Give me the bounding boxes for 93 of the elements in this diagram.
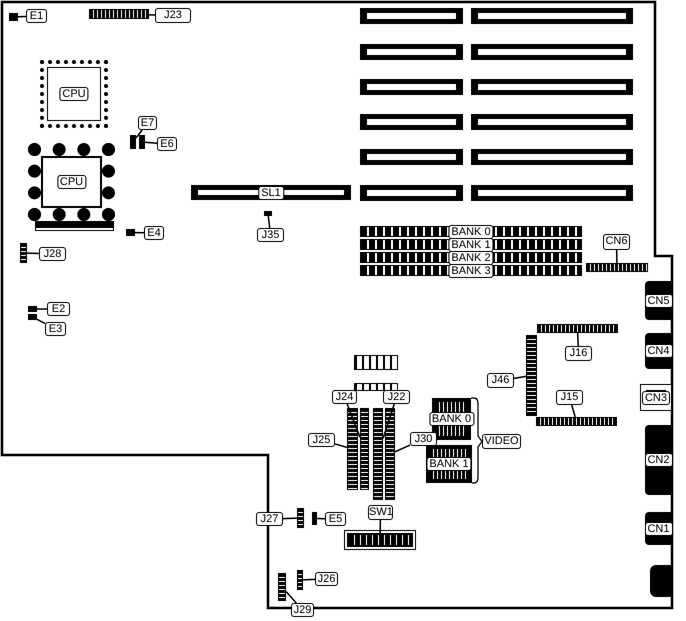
part-label: CPU	[59, 87, 89, 101]
pin-header	[536, 417, 617, 426]
leader-line	[570, 404, 576, 418]
pin-header	[347, 408, 358, 490]
part-label: BANK 1	[448, 238, 494, 252]
pin-header	[278, 573, 286, 601]
pin-header	[537, 324, 618, 333]
leader-line	[144, 142, 158, 144]
part-label: CPU	[56, 175, 86, 189]
callout-label: E1	[26, 9, 47, 23]
leader-line	[302, 578, 316, 581]
part-label: CN1	[644, 522, 672, 536]
callout-label: J30	[410, 432, 437, 446]
jumper-pins	[264, 211, 272, 216]
pin-header	[373, 408, 383, 500]
leader-line	[282, 517, 298, 520]
part-label: SL1	[258, 186, 284, 200]
port-connector	[640, 384, 672, 411]
memory-socket	[360, 252, 582, 263]
pin-header	[586, 263, 648, 272]
leader-line	[285, 590, 297, 604]
leader-line	[135, 130, 143, 139]
processor-socket	[28, 143, 115, 221]
part-label: CN5	[644, 294, 672, 308]
callout-label: E6	[157, 137, 177, 151]
part-label: CN4	[644, 344, 672, 358]
port-connector	[645, 281, 672, 320]
callout-label: J16	[565, 346, 592, 361]
leader-line	[134, 232, 144, 234]
pin-header	[385, 408, 395, 500]
pin-header	[297, 508, 304, 528]
jumper-pins	[312, 512, 317, 525]
part-label: CN2	[644, 453, 672, 467]
leader-line	[379, 520, 382, 534]
leader-line	[36, 318, 46, 324]
part-label: BANK 0	[448, 224, 494, 238]
callout-label: E5	[325, 512, 346, 526]
port-connector	[645, 425, 672, 495]
leader-line	[37, 308, 47, 310]
callout-label: J22	[383, 390, 410, 404]
callout-label: SW1	[368, 505, 393, 520]
jumper-pins	[28, 306, 37, 312]
dip-switch	[347, 533, 413, 547]
leader-line	[148, 14, 156, 16]
callout-label: J46	[487, 373, 514, 388]
leader-line	[576, 332, 579, 346]
leader-line	[18, 16, 26, 18]
callout-label: E2	[47, 302, 70, 316]
leader-line	[334, 443, 348, 448]
port-connector	[645, 512, 672, 545]
pin-header	[89, 9, 149, 19]
callout-label: J26	[315, 572, 338, 586]
pin-header	[20, 243, 27, 263]
callout-label: E3	[45, 322, 66, 336]
jumper-pins	[130, 135, 136, 149]
callout-label: CN6	[603, 234, 630, 250]
callout-label: J29	[291, 603, 314, 617]
memory-socket	[360, 226, 582, 237]
leader-line	[26, 252, 40, 254]
part-label: BANK 2	[448, 250, 494, 264]
jumper-pins	[28, 314, 37, 320]
leader-line	[394, 444, 410, 452]
leader-line	[316, 518, 326, 520]
memory-socket	[360, 239, 582, 250]
callout-label: J27	[256, 512, 283, 526]
part-label: CN3	[642, 390, 670, 404]
callout-label: E7	[138, 116, 157, 130]
callout-label: J35	[257, 228, 284, 242]
part-label: BANK 0	[428, 412, 474, 426]
callout-label: J23	[155, 8, 191, 23]
memory-socket	[360, 265, 582, 276]
leader-line	[514, 376, 526, 380]
part-label: BANK 1	[426, 457, 472, 471]
leader-line	[268, 216, 270, 228]
jumper-pins	[9, 13, 18, 21]
expansion-slot	[191, 185, 351, 200]
jumper-pins	[139, 135, 145, 149]
callout-label: J15	[556, 390, 583, 405]
pin-header	[360, 408, 369, 490]
callout-label: E4	[144, 226, 164, 240]
leader-line	[616, 250, 618, 264]
memory-chip	[426, 445, 472, 483]
processor-chip	[40, 60, 108, 128]
memory-chip	[432, 398, 471, 440]
part-label: BANK 3	[448, 264, 494, 278]
callout-label: J24	[332, 390, 357, 404]
port-connector	[645, 333, 672, 369]
callout-label: J28	[39, 247, 66, 261]
callout-label: VIDEO	[482, 434, 521, 449]
callout-label: J25	[308, 433, 335, 447]
pin-header	[526, 335, 537, 416]
jumper-pins	[126, 229, 135, 236]
pin-header	[297, 570, 303, 590]
